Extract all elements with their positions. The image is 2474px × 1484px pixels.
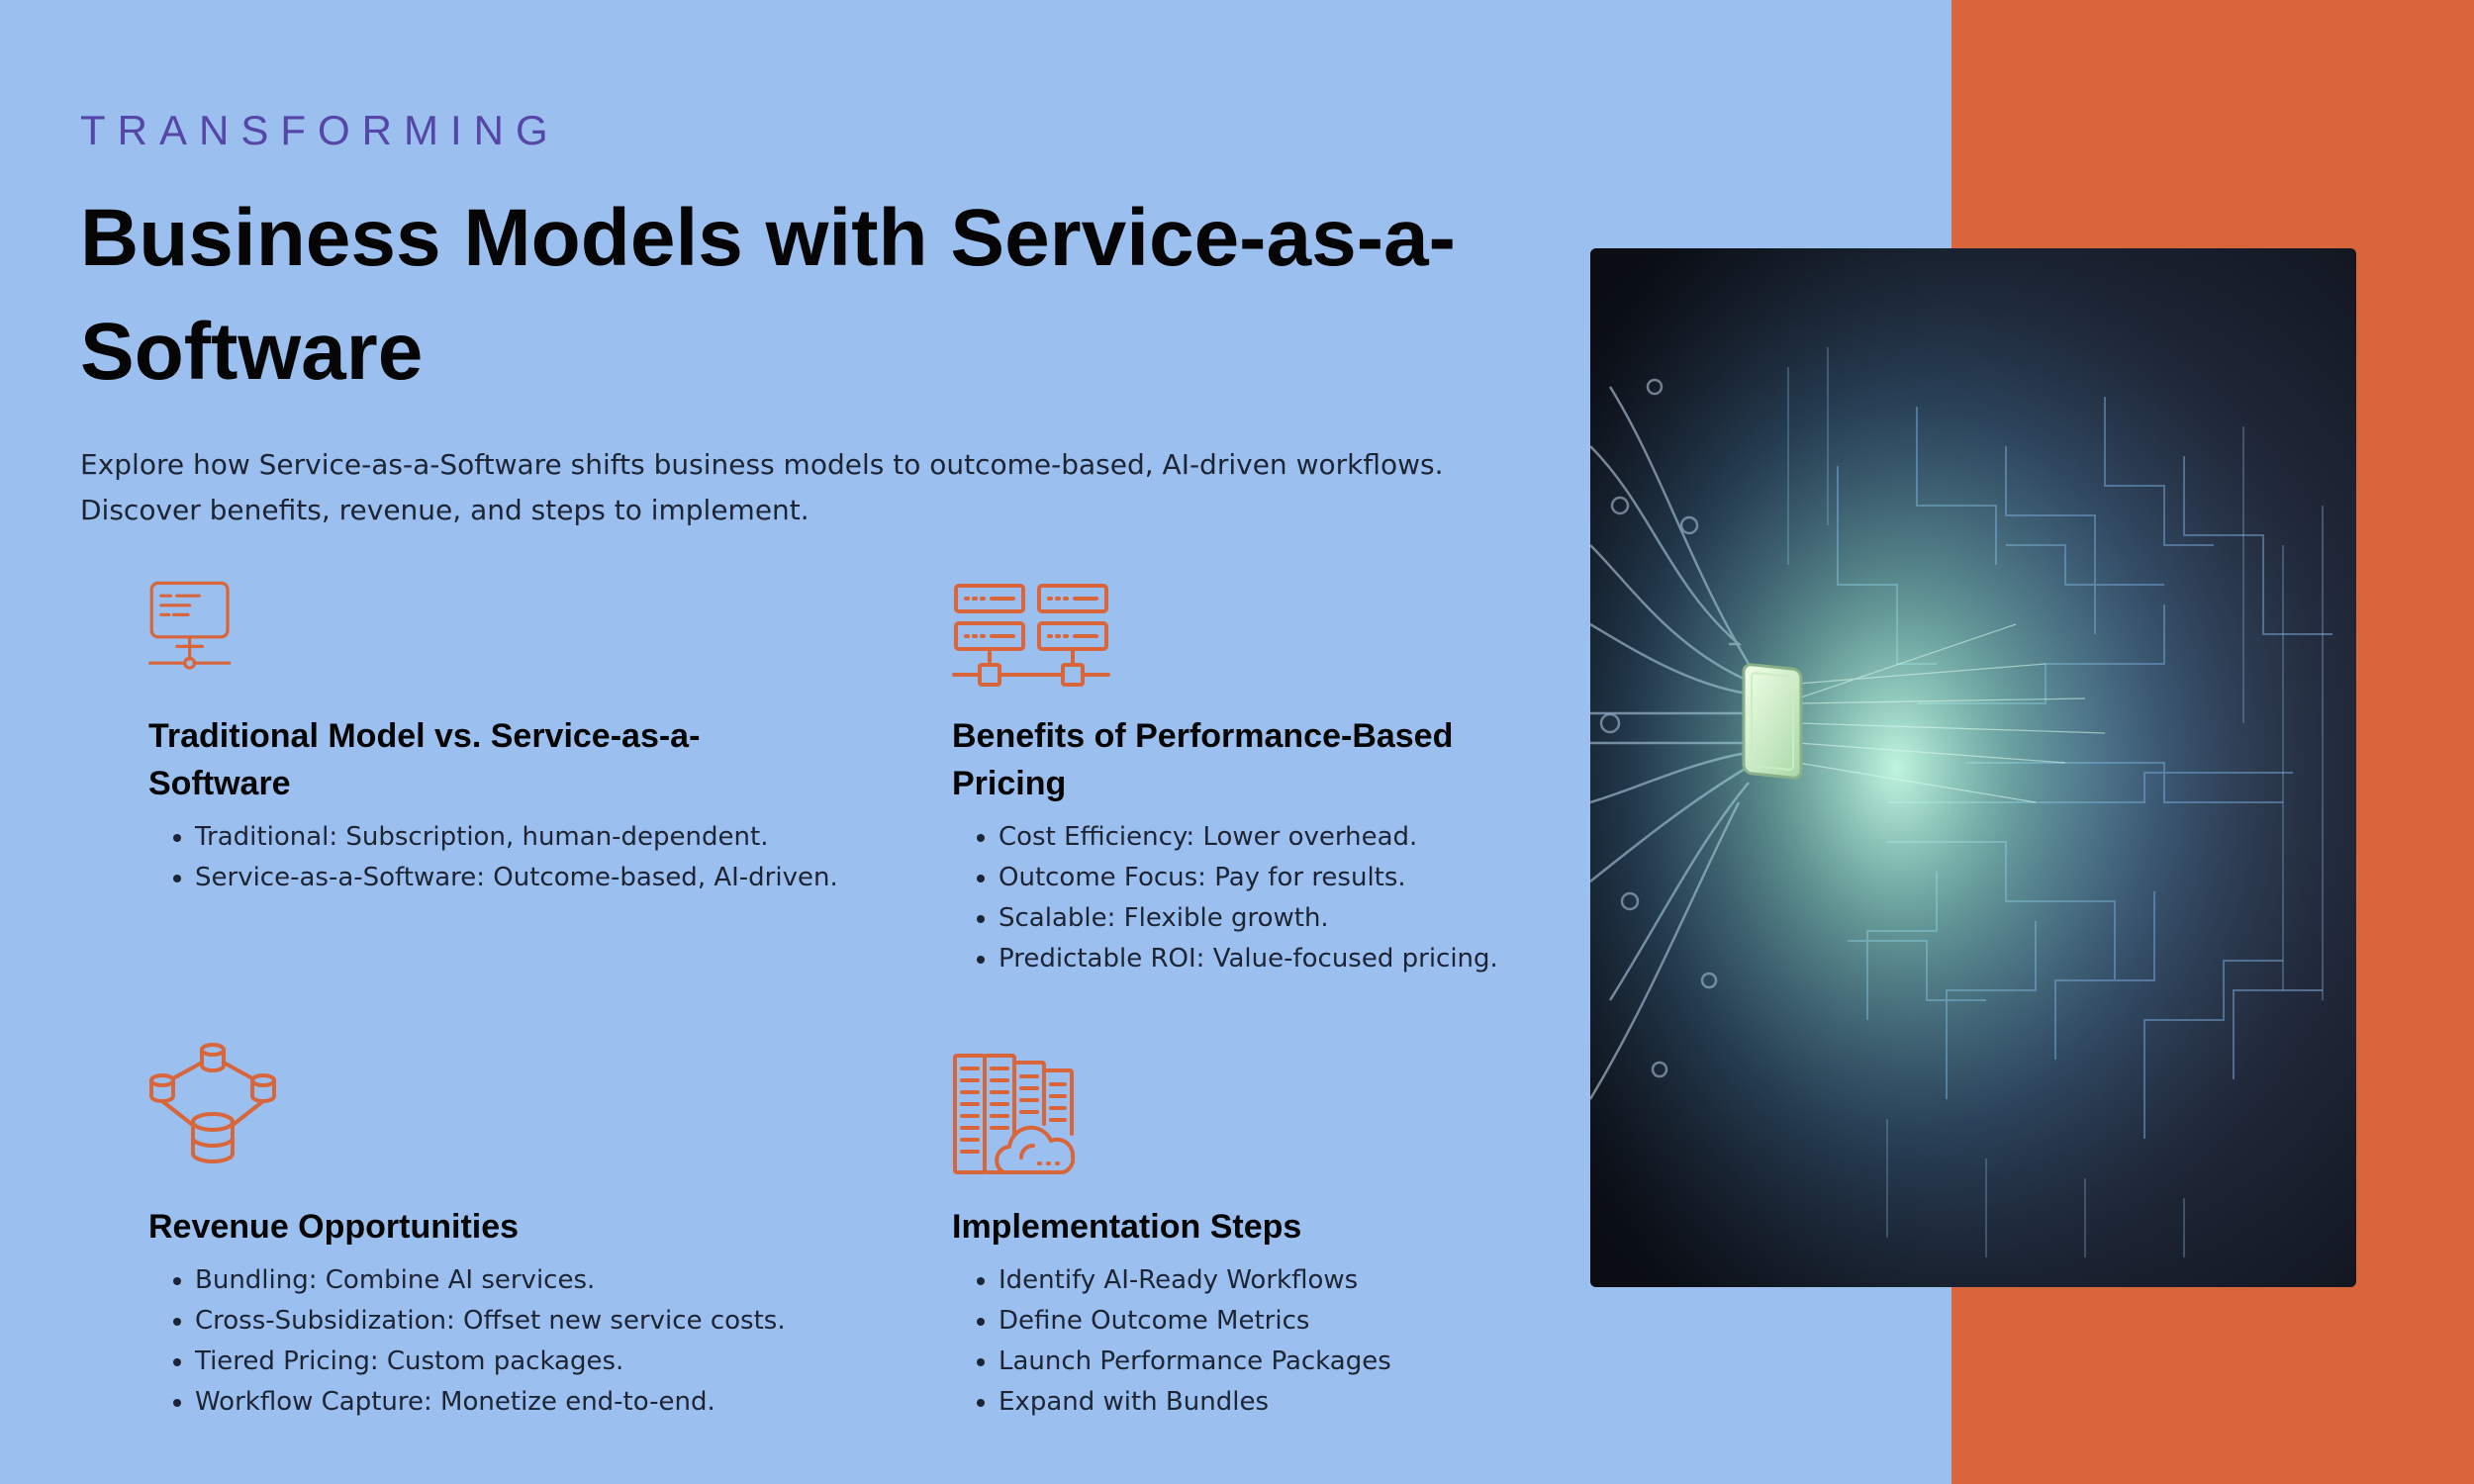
list-item: Outcome Focus: Pay for results. <box>999 858 1566 898</box>
card-list: Bundling: Combine AI services. Cross-Sub… <box>148 1260 841 1423</box>
list-item: Cost Efficiency: Lower overhead. <box>999 817 1566 858</box>
circuit-chip-illustration <box>1590 248 2356 1287</box>
list-item: Service-as-a-Software: Outcome-based, AI… <box>195 858 841 898</box>
card-implementation: Implementation Steps Identify AI-Ready W… <box>952 1053 1566 1423</box>
list-item: Expand with Bundles <box>999 1382 1566 1423</box>
server-network-icon <box>952 584 1110 687</box>
list-item: Predictable ROI: Value-focused pricing. <box>999 939 1566 979</box>
list-item: Launch Performance Packages <box>999 1342 1566 1382</box>
list-item: Identify AI-Ready Workflows <box>999 1260 1566 1301</box>
cloud-server-icon <box>953 1054 1075 1174</box>
card-title: Benefits of Performance-Based Pricing <box>952 717 1454 802</box>
card-benefits: Benefits of Performance-Based Pricing Co… <box>952 580 1566 979</box>
card-list: Cost Efficiency: Lower overhead. Outcome… <box>952 817 1566 979</box>
card-title: Traditional Model vs. Service-as-a-Softw… <box>148 717 701 802</box>
list-item: Define Outcome Metrics <box>999 1301 1566 1342</box>
card-traditional-model: Traditional Model vs. Service-as-a-Softw… <box>148 566 841 898</box>
eyebrow-label: TRANSFORMING <box>80 107 560 153</box>
list-item: Traditional: Subscription, human-depende… <box>195 817 841 858</box>
intro-text: Explore how Service-as-a-Software shifts… <box>80 448 1444 526</box>
card-title: Revenue Opportunities <box>148 1208 520 1246</box>
list-item: Bundling: Combine AI services. <box>195 1260 841 1301</box>
page-title: Business Models with Service-as-a-Softwa… <box>80 193 1456 397</box>
card-title: Implementation Steps <box>952 1208 1302 1246</box>
list-item: Cross-Subsidization: Offset new service … <box>195 1301 841 1342</box>
list-item: Tiered Pricing: Custom packages. <box>195 1342 841 1382</box>
list-item: Workflow Capture: Monetize end-to-end. <box>195 1382 841 1423</box>
database-network-icon <box>149 1043 276 1163</box>
circuit-chip-image <box>1590 248 2356 1287</box>
card-revenue: Revenue Opportunities Bundling: Combine … <box>148 1041 841 1423</box>
card-list: Traditional: Subscription, human-depende… <box>148 817 841 898</box>
list-item: Scalable: Flexible growth. <box>999 898 1566 939</box>
monitor-network-icon <box>148 581 232 670</box>
card-list: Identify AI-Ready Workflows Define Outco… <box>952 1260 1566 1423</box>
